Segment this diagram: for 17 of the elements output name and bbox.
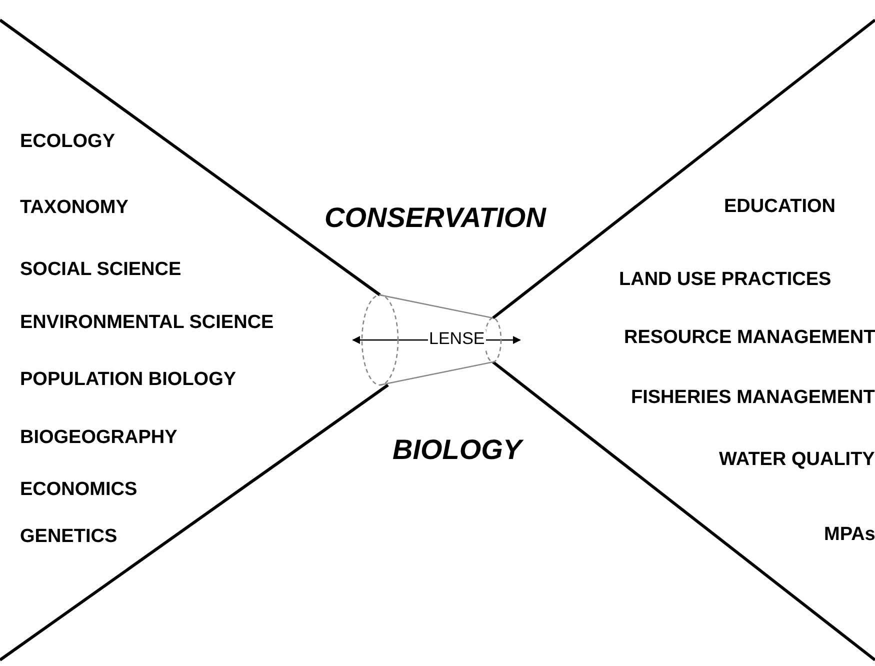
discipline-label: RESOURCE MANAGEMENT xyxy=(624,327,875,349)
discipline-label: SOCIAL SCIENCE xyxy=(20,259,182,281)
discipline-label: GENETICS xyxy=(20,526,118,548)
field-heading: BIOLOGY xyxy=(392,434,522,466)
discipline-label: MPAs xyxy=(824,524,875,546)
field-heading: CONSERVATION xyxy=(324,202,546,234)
discipline-label: LAND USE PRACTICES xyxy=(619,269,832,291)
discipline-label: EDUCATION xyxy=(724,196,836,218)
discipline-label: ECOLOGY xyxy=(20,131,116,153)
discipline-label: POPULATION BIOLOGY xyxy=(20,369,236,391)
discipline-label: FISHERIES MANAGEMENT xyxy=(631,387,875,409)
discipline-label: ECONOMICS xyxy=(20,479,138,501)
discipline-label: ENVIRONMENTAL SCIENCE xyxy=(20,312,274,334)
discipline-label: TAXONOMY xyxy=(20,197,128,219)
discipline-label: WATER QUALITY xyxy=(719,449,875,471)
discipline-label: BIOGEOGRAPHY xyxy=(20,427,178,449)
lens-label: LENSE xyxy=(428,330,486,348)
